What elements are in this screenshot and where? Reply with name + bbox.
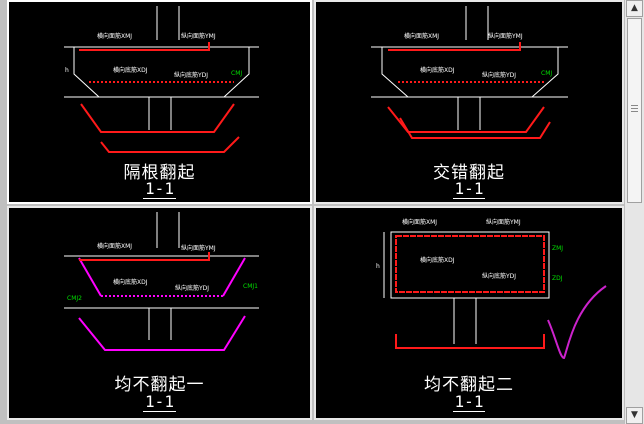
- label-zdj: ZDJ: [552, 275, 563, 282]
- scroll-up-button[interactable]: ▲: [626, 0, 643, 17]
- section-mark: 1-1: [452, 179, 486, 199]
- panel-title: 隔根翻起: [123, 163, 196, 183]
- vertical-scrollbar[interactable]: ▲ ▼: [624, 0, 644, 424]
- label-longitudinal-top: 纵向面筋YMJ: [486, 218, 521, 226]
- label-transverse-bottom: 横向底筋XDJ: [113, 66, 148, 74]
- section-drawing: 横向面筋XMJ 纵向面筋YMJ 横向底筋XDJ 纵向底筋YDJ ZMJ ZDJ …: [376, 218, 607, 360]
- checkmark-icon: [547, 285, 607, 360]
- section-mark: 1-1: [143, 392, 176, 412]
- section-mark: 1-1: [452, 392, 486, 412]
- label-transverse-top: 横向面筋XMJ: [402, 218, 437, 226]
- label-longitudinal-bottom: 纵向底筋YDJ: [482, 272, 516, 280]
- grip-line: [631, 105, 638, 106]
- section-drawing: 横向面筋XMJ 纵向面筋YMJ 横向底筋XDJ 纵向底筋YDJ CMJ h: [64, 6, 259, 153]
- label-cmj: CMJ: [541, 70, 552, 77]
- label-cmj: CMJ: [231, 70, 242, 77]
- panel-title: 均不翻起二: [424, 375, 514, 395]
- label-transverse-top: 横向面筋XMJ: [404, 32, 439, 40]
- label-zmj: ZMJ: [552, 245, 563, 252]
- panel-staggered-bent[interactable]: 横向面筋XMJ 纵向面筋YMJ 横向底筋XDJ 纵向底筋YDJ CMJ 交错翻起…: [314, 0, 624, 204]
- grip-line: [631, 108, 638, 109]
- label-transverse-bottom: 横向底筋XDJ: [420, 256, 455, 264]
- arrow-up-icon: ▲: [631, 3, 638, 13]
- label-h: h: [376, 263, 380, 270]
- label-longitudinal-bottom: 纵向底筋YDJ: [482, 71, 516, 79]
- grip-line: [631, 111, 638, 112]
- label-transverse-bottom: 横向底筋XDJ: [420, 66, 455, 74]
- section-mark: 1-1: [143, 179, 176, 199]
- node-style-grid: 横向面筋XMJ 纵向面筋YMJ 横向底筋XDJ 纵向底筋YDJ CMJ h 隔根…: [0, 0, 624, 424]
- panel-alternate-bent[interactable]: 横向面筋XMJ 纵向面筋YMJ 横向底筋XDJ 纵向底筋YDJ CMJ h 隔根…: [7, 0, 312, 204]
- section-drawing: 横向面筋XMJ 纵向面筋YMJ 横向底筋XDJ 纵向底筋YDJ CMJ: [371, 6, 568, 139]
- label-longitudinal-top: 纵向面筋YMJ: [181, 32, 216, 40]
- label-cmj2: CMJ2: [67, 295, 82, 302]
- arrow-down-icon: ▼: [631, 410, 638, 420]
- panel-no-bent-1[interactable]: 横向面筋XMJ 纵向面筋YMJ 横向底筋XDJ 纵向底筋YDJ CMJ1 CMJ…: [7, 206, 312, 420]
- label-transverse-bottom: 横向底筋XDJ: [113, 278, 148, 286]
- label-h: h: [65, 67, 69, 74]
- label-longitudinal-top: 纵向面筋YMJ: [488, 32, 523, 40]
- label-longitudinal-top: 纵向面筋YMJ: [181, 244, 216, 252]
- section-drawing: 横向面筋XMJ 纵向面筋YMJ 横向底筋XDJ 纵向底筋YDJ CMJ1 CMJ…: [64, 212, 259, 351]
- label-transverse-top: 横向面筋XMJ: [97, 242, 132, 250]
- label-longitudinal-bottom: 纵向底筋YDJ: [175, 284, 209, 292]
- panel-no-bent-2[interactable]: 横向面筋XMJ 纵向面筋YMJ 横向底筋XDJ 纵向底筋YDJ ZMJ ZDJ …: [314, 206, 624, 420]
- label-cmj1: CMJ1: [243, 283, 258, 290]
- panel-title: 均不翻起一: [114, 375, 205, 395]
- label-longitudinal-bottom: 纵向底筋YDJ: [174, 71, 208, 79]
- label-transverse-top: 横向面筋XMJ: [97, 32, 132, 40]
- panel-title: 交错翻起: [433, 163, 505, 183]
- scroll-thumb[interactable]: [627, 18, 642, 203]
- scroll-down-button[interactable]: ▼: [626, 407, 643, 424]
